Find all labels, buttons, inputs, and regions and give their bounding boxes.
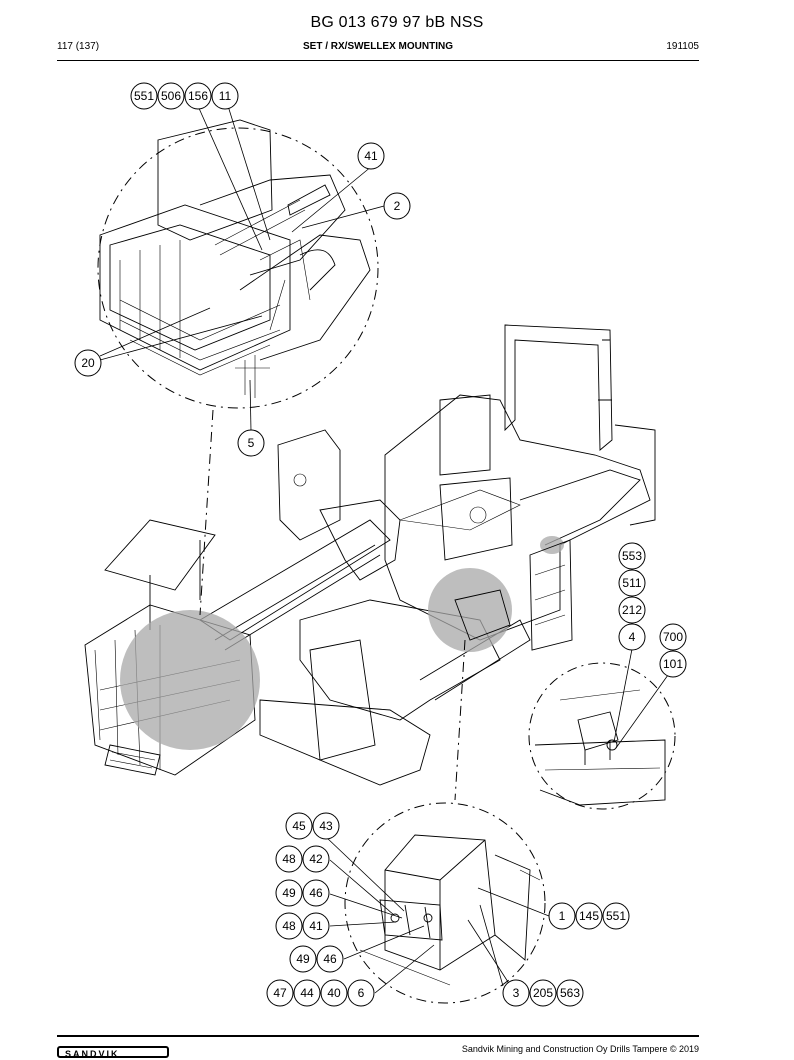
callout-506: 506 bbox=[157, 82, 185, 110]
callout-label: 3 bbox=[513, 986, 520, 1000]
callout-511: 511 bbox=[618, 569, 646, 597]
callout-205: 205 bbox=[529, 979, 557, 1007]
header-rule bbox=[57, 60, 699, 61]
callout-label: 49 bbox=[296, 952, 310, 966]
copyright-text: Sandvik Mining and Construction Oy Drill… bbox=[461, 1044, 699, 1054]
callout-40: 40 bbox=[320, 979, 348, 1007]
callout-label: 40 bbox=[327, 986, 341, 1000]
footer-rule bbox=[57, 1035, 699, 1037]
callout-label: 4 bbox=[629, 630, 636, 644]
callout-label: 48 bbox=[282, 919, 296, 933]
main-rig-drawing bbox=[84, 324, 656, 786]
callout-label: 506 bbox=[161, 89, 181, 103]
callout-label: 1 bbox=[559, 909, 566, 923]
callout-553: 553 bbox=[618, 542, 646, 570]
callout-label: 511 bbox=[622, 576, 641, 590]
detail-leader-platform bbox=[199, 409, 214, 616]
callout-156: 156 bbox=[184, 82, 212, 110]
callout-label: 553 bbox=[622, 549, 642, 563]
callout-6: 6 bbox=[347, 979, 375, 1007]
callout-48: 48 bbox=[275, 845, 303, 873]
callout-44: 44 bbox=[293, 979, 321, 1007]
callout-label: 44 bbox=[300, 986, 314, 1000]
brand-logo: SANDVIK bbox=[57, 1046, 169, 1059]
callout-48: 48 bbox=[275, 912, 303, 940]
callout-49: 49 bbox=[275, 879, 303, 907]
callout-46: 46 bbox=[302, 879, 330, 907]
callout-700: 700 bbox=[659, 623, 687, 651]
callout-212: 212 bbox=[618, 596, 646, 624]
callout-label: 46 bbox=[309, 886, 323, 900]
callout-label: 6 bbox=[358, 986, 365, 1000]
callout-label: 5 bbox=[248, 436, 255, 450]
callout-label: 45 bbox=[292, 819, 306, 833]
callout-47: 47 bbox=[266, 979, 294, 1007]
callout-label: 46 bbox=[323, 952, 337, 966]
callout-1: 1 bbox=[548, 902, 576, 930]
callout-551: 551 bbox=[602, 902, 630, 930]
callout-label: 551 bbox=[606, 909, 626, 923]
detail-leader-box bbox=[454, 639, 466, 801]
callout-45: 45 bbox=[285, 812, 313, 840]
leader-lines bbox=[99, 105, 669, 994]
callout-20: 20 bbox=[74, 349, 102, 377]
callout-label: 48 bbox=[282, 852, 296, 866]
callout-41: 41 bbox=[302, 912, 330, 940]
callout-label: 11 bbox=[219, 89, 232, 103]
callout-label: 563 bbox=[560, 986, 580, 1000]
callout-label: 205 bbox=[533, 986, 553, 1000]
callout-label: 49 bbox=[282, 886, 296, 900]
callout-label: 2 bbox=[394, 199, 401, 213]
page-reference: 117 (137) bbox=[57, 41, 100, 52]
section-title: SET / RX/SWELLEX MOUNTING bbox=[302, 41, 453, 52]
date-code: 191105 bbox=[666, 41, 699, 52]
detail-view-platform bbox=[97, 119, 379, 409]
callout-label: 41 bbox=[364, 149, 378, 163]
callout-label: 700 bbox=[663, 630, 683, 644]
callout-label: 551 bbox=[134, 89, 154, 103]
callout-145: 145 bbox=[575, 902, 603, 930]
callout-563: 563 bbox=[556, 979, 584, 1007]
callout-42: 42 bbox=[302, 845, 330, 873]
callout-43: 43 bbox=[312, 812, 340, 840]
callout-label: 212 bbox=[622, 603, 642, 617]
callout-101: 101 bbox=[659, 650, 687, 678]
callout-label: 42 bbox=[309, 852, 323, 866]
callout-5: 5 bbox=[237, 429, 265, 457]
callout-49: 49 bbox=[289, 945, 317, 973]
detail-view-bottom bbox=[344, 802, 546, 1004]
callout-label: 101 bbox=[663, 657, 683, 671]
callout-2: 2 bbox=[383, 192, 411, 220]
callout-label: 145 bbox=[579, 909, 599, 923]
callout-3: 3 bbox=[502, 979, 530, 1007]
callout-46: 46 bbox=[316, 945, 344, 973]
callout-label: 43 bbox=[319, 819, 333, 833]
callout-label: 20 bbox=[81, 356, 95, 370]
callout-41: 41 bbox=[357, 142, 385, 170]
callout-label: 41 bbox=[309, 919, 323, 933]
callout-551: 551 bbox=[130, 82, 158, 110]
document-title: BG 013 679 97 bB NSS bbox=[310, 14, 484, 31]
callout-label: 47 bbox=[273, 986, 287, 1000]
callout-11: 11 bbox=[211, 82, 239, 110]
callout-4: 4 bbox=[618, 623, 646, 651]
detail-view-right bbox=[528, 662, 676, 810]
callout-label: 156 bbox=[188, 89, 208, 103]
